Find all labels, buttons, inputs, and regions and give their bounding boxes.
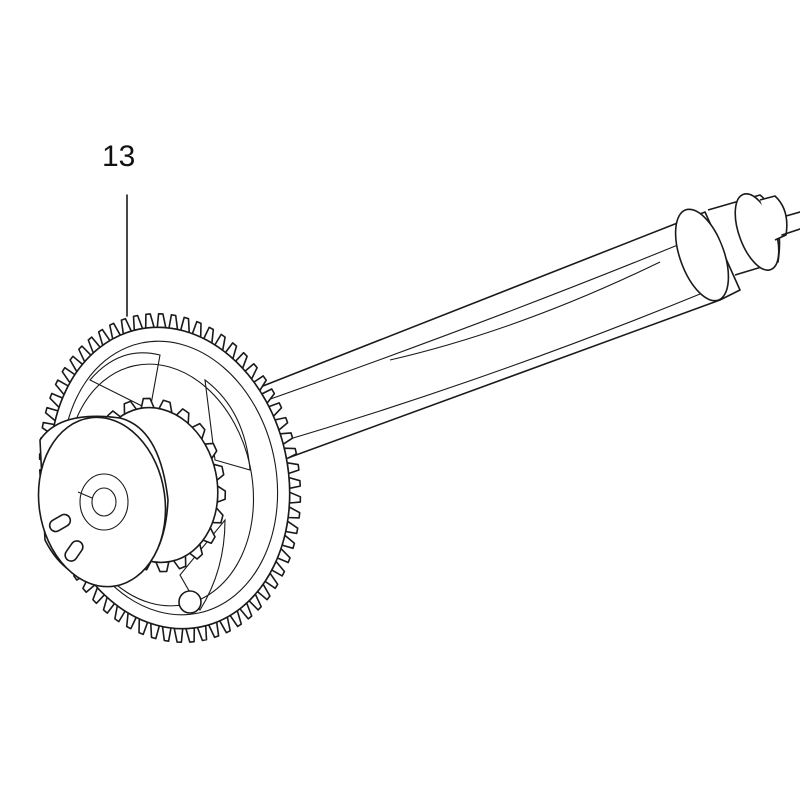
gear-hole — [178, 590, 202, 614]
drive-shaft — [239, 211, 741, 471]
gear-tooth — [156, 313, 167, 329]
gear-tooth — [288, 491, 302, 504]
gear-tooth — [168, 314, 179, 331]
gear-tooth — [161, 625, 172, 642]
shaft-end-bearing — [674, 193, 800, 302]
pinion-hub — [37, 397, 227, 588]
gear-tooth — [144, 313, 155, 329]
slot-lower — [64, 540, 84, 562]
gear-tooth — [185, 627, 196, 643]
gear-tooth — [173, 627, 184, 643]
callout-label-13: 13 — [102, 140, 136, 173]
gear-tooth — [288, 476, 301, 490]
slot-upper — [48, 513, 72, 533]
